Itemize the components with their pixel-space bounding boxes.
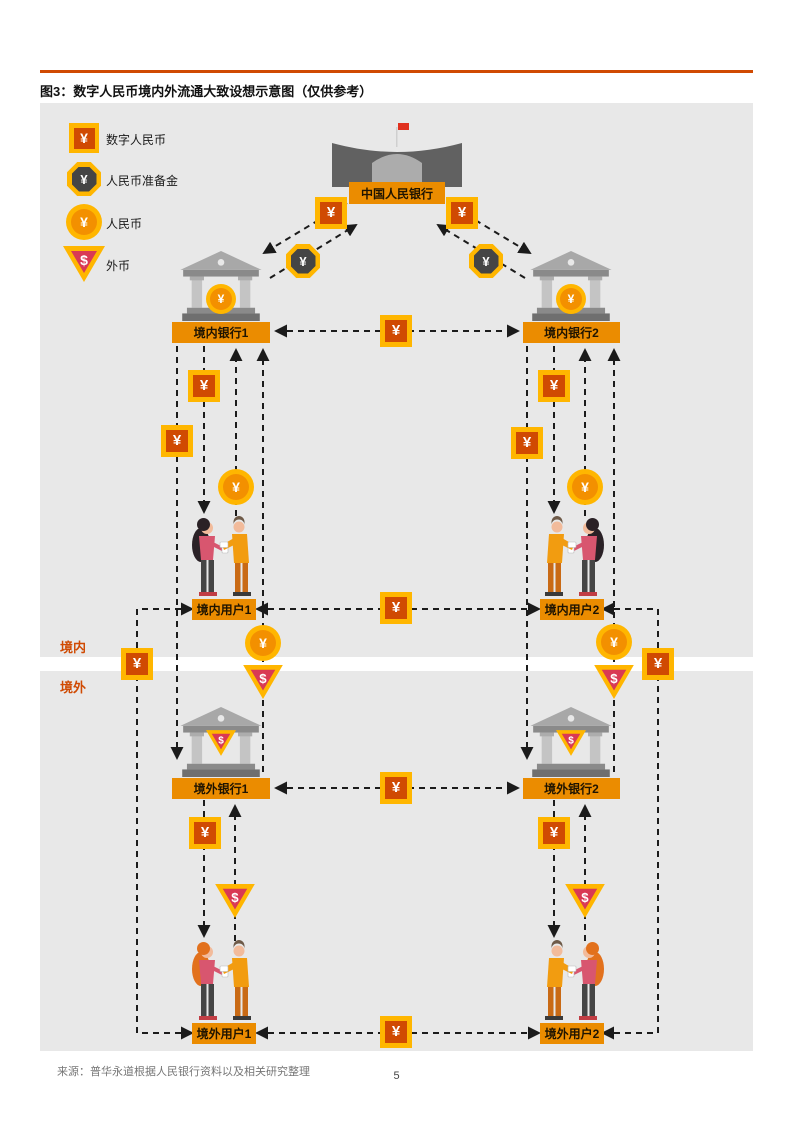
entity-label-domestic-bank-2: 境内银行2 [523, 322, 620, 343]
digital-rmb-icon: ¥ [189, 817, 221, 849]
region-label-overseas: 境外 [60, 680, 87, 695]
legend-foreign-currency-label: 外币 [106, 259, 131, 273]
svg-text:$: $ [610, 671, 618, 686]
domestic-user-2-people [540, 515, 606, 597]
foreign-currency-icon: $ [556, 730, 586, 756]
legend-rmb-icon: ¥ [66, 204, 102, 240]
legend-digital-rmb-icon: ¥ [69, 123, 99, 153]
digital-rmb-icon: ¥ [121, 648, 153, 680]
digital-rmb-icon: ¥ [380, 772, 412, 804]
entity-label-overseas-bank-2: 境外银行2 [523, 778, 620, 799]
foreign-currency-icon: $ [565, 884, 605, 918]
digital-rmb-icon: ¥ [538, 370, 570, 402]
rmb-coin-icon: ¥ [206, 284, 236, 314]
rmb-reserve-icon: ¥ [286, 244, 320, 278]
legend-rmb-reserve-icon: ¥ [67, 162, 101, 196]
overseas-user-2-people [540, 939, 606, 1021]
entity-label-domestic-user-2: 境内用户2 [540, 599, 604, 620]
domestic-user-1-people [190, 515, 256, 597]
rmb-coin-icon: ¥ [567, 469, 603, 505]
page-number: 5 [393, 1070, 400, 1082]
legend-rmb-label: 人民币 [106, 217, 143, 231]
svg-text:$: $ [231, 890, 239, 905]
digital-rmb-icon: ¥ [161, 425, 193, 457]
rmb-coin-icon: ¥ [218, 469, 254, 505]
digital-rmb-icon: ¥ [511, 427, 543, 459]
digital-rmb-icon: ¥ [642, 648, 674, 680]
entity-label-overseas-user-1: 境外用户1 [192, 1023, 256, 1044]
entity-label-domestic-bank-1: 境内银行1 [172, 322, 270, 343]
digital-rmb-icon: ¥ [380, 592, 412, 624]
legend-foreign-currency-icon: $ [63, 246, 105, 282]
source-note: 来源：普华永道根据人民银行资料以及相关研究整理 [57, 1066, 310, 1078]
svg-text:$: $ [218, 736, 224, 747]
digital-rmb-icon: ¥ [380, 315, 412, 347]
digital-rmb-icon: ¥ [446, 197, 478, 229]
entity-label-domestic-user-1: 境内用户1 [192, 599, 256, 620]
svg-text:$: $ [80, 252, 88, 268]
diagram-canvas: 境内 境外 [40, 103, 753, 1051]
foreign-currency-icon: $ [215, 884, 255, 918]
svg-text:$: $ [581, 890, 589, 905]
digital-rmb-icon: ¥ [188, 370, 220, 402]
svg-text:$: $ [259, 671, 267, 686]
entity-label-overseas-bank-1: 境外银行1 [172, 778, 270, 799]
digital-rmb-icon: ¥ [380, 1016, 412, 1048]
border-divider [40, 657, 753, 671]
rmb-reserve-icon: ¥ [469, 244, 503, 278]
section-rule [40, 70, 753, 73]
flow-lines [136, 202, 659, 1040]
entity-label-central-bank: 中国人民银行 [349, 182, 445, 204]
foreign-currency-icon: $ [206, 730, 236, 756]
svg-text:$: $ [568, 736, 574, 747]
digital-rmb-icon: ¥ [315, 197, 347, 229]
rmb-coin-icon: ¥ [556, 284, 586, 314]
figure-title: 图3：数字人民币境内外流通大致设想示意图（仅供参考） [40, 84, 373, 99]
rmb-coin-icon: ¥ [245, 625, 281, 661]
legend-digital-rmb-label: 数字人民币 [106, 133, 167, 147]
digital-rmb-icon: ¥ [538, 817, 570, 849]
region-label-domestic: 境内 [60, 640, 87, 655]
central-bank-building [332, 123, 462, 187]
rmb-coin-icon: ¥ [596, 624, 632, 660]
overseas-user-1-people [190, 939, 256, 1021]
entity-label-overseas-user-2: 境外用户2 [540, 1023, 604, 1044]
legend-rmb-reserve-label: 人民币准备金 [106, 174, 179, 188]
foreign-currency-icon: $ [243, 665, 283, 699]
foreign-currency-icon: $ [594, 665, 634, 699]
